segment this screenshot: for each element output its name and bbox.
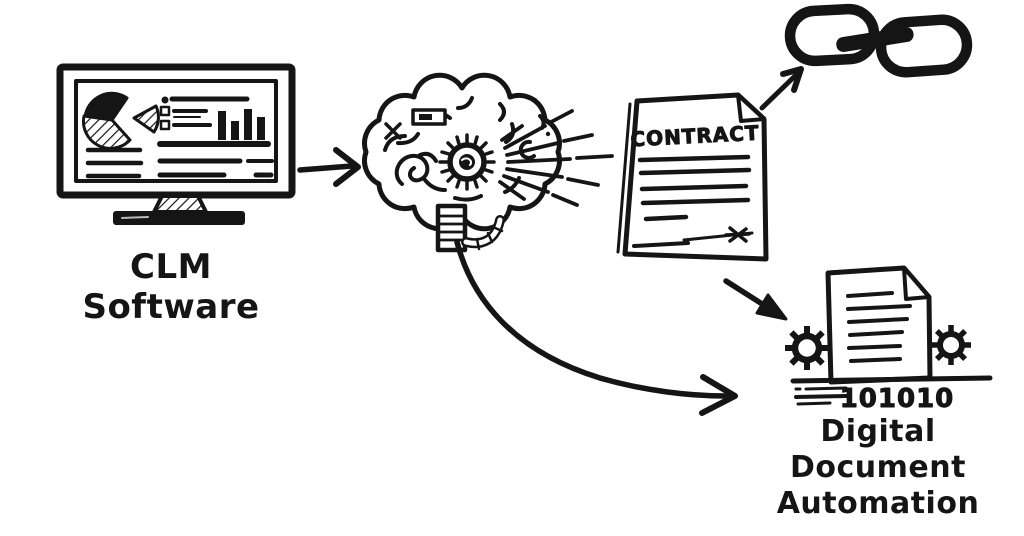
bullet-list-icon <box>159 96 250 131</box>
automation-label-line2: Document <box>790 450 966 485</box>
automation-label-line3: Automation <box>776 486 980 521</box>
contract-document-icon: CONTRACT <box>616 92 769 262</box>
gear-left-icon <box>785 326 829 370</box>
contract-text-lines <box>632 154 752 248</box>
automation-label: Digital Document Automation <box>768 414 988 522</box>
bar-chart-icon <box>218 109 265 140</box>
arrow-contract-to-chain <box>759 66 804 111</box>
clm-software-label: CLM Software <box>82 247 260 327</box>
gear-eye-icon <box>438 133 496 191</box>
base-line <box>790 375 993 384</box>
chip-icon <box>411 108 447 126</box>
signature-mark <box>682 226 754 243</box>
arrow-clm-to-brain <box>297 147 361 187</box>
pie-chart-icon <box>81 91 160 150</box>
burst-rays <box>498 109 614 207</box>
gear-right-icon <box>931 325 971 365</box>
binary-scribbles <box>794 386 848 406</box>
contract-fold-corner <box>736 93 766 123</box>
curved-arrow-brain-to-automation <box>454 239 738 416</box>
x-mark <box>384 122 402 140</box>
automation-label-line1: Digital <box>820 414 936 449</box>
monitor-dashboard-icon <box>56 63 296 225</box>
automation-text-lines <box>846 291 912 363</box>
screen-text-lines <box>85 141 274 179</box>
chain-link-icon <box>784 3 973 78</box>
brain-stem <box>435 203 505 253</box>
contract-title: CONTRACT <box>630 121 760 152</box>
monitor-stand <box>113 194 245 225</box>
brain-folds <box>383 96 551 202</box>
automation-fold-corner <box>902 266 931 301</box>
arrow-contract-to-automation <box>723 278 788 321</box>
binary-code-text: 101010 <box>840 384 955 414</box>
document-gears-icon: 101010 <box>785 265 993 415</box>
